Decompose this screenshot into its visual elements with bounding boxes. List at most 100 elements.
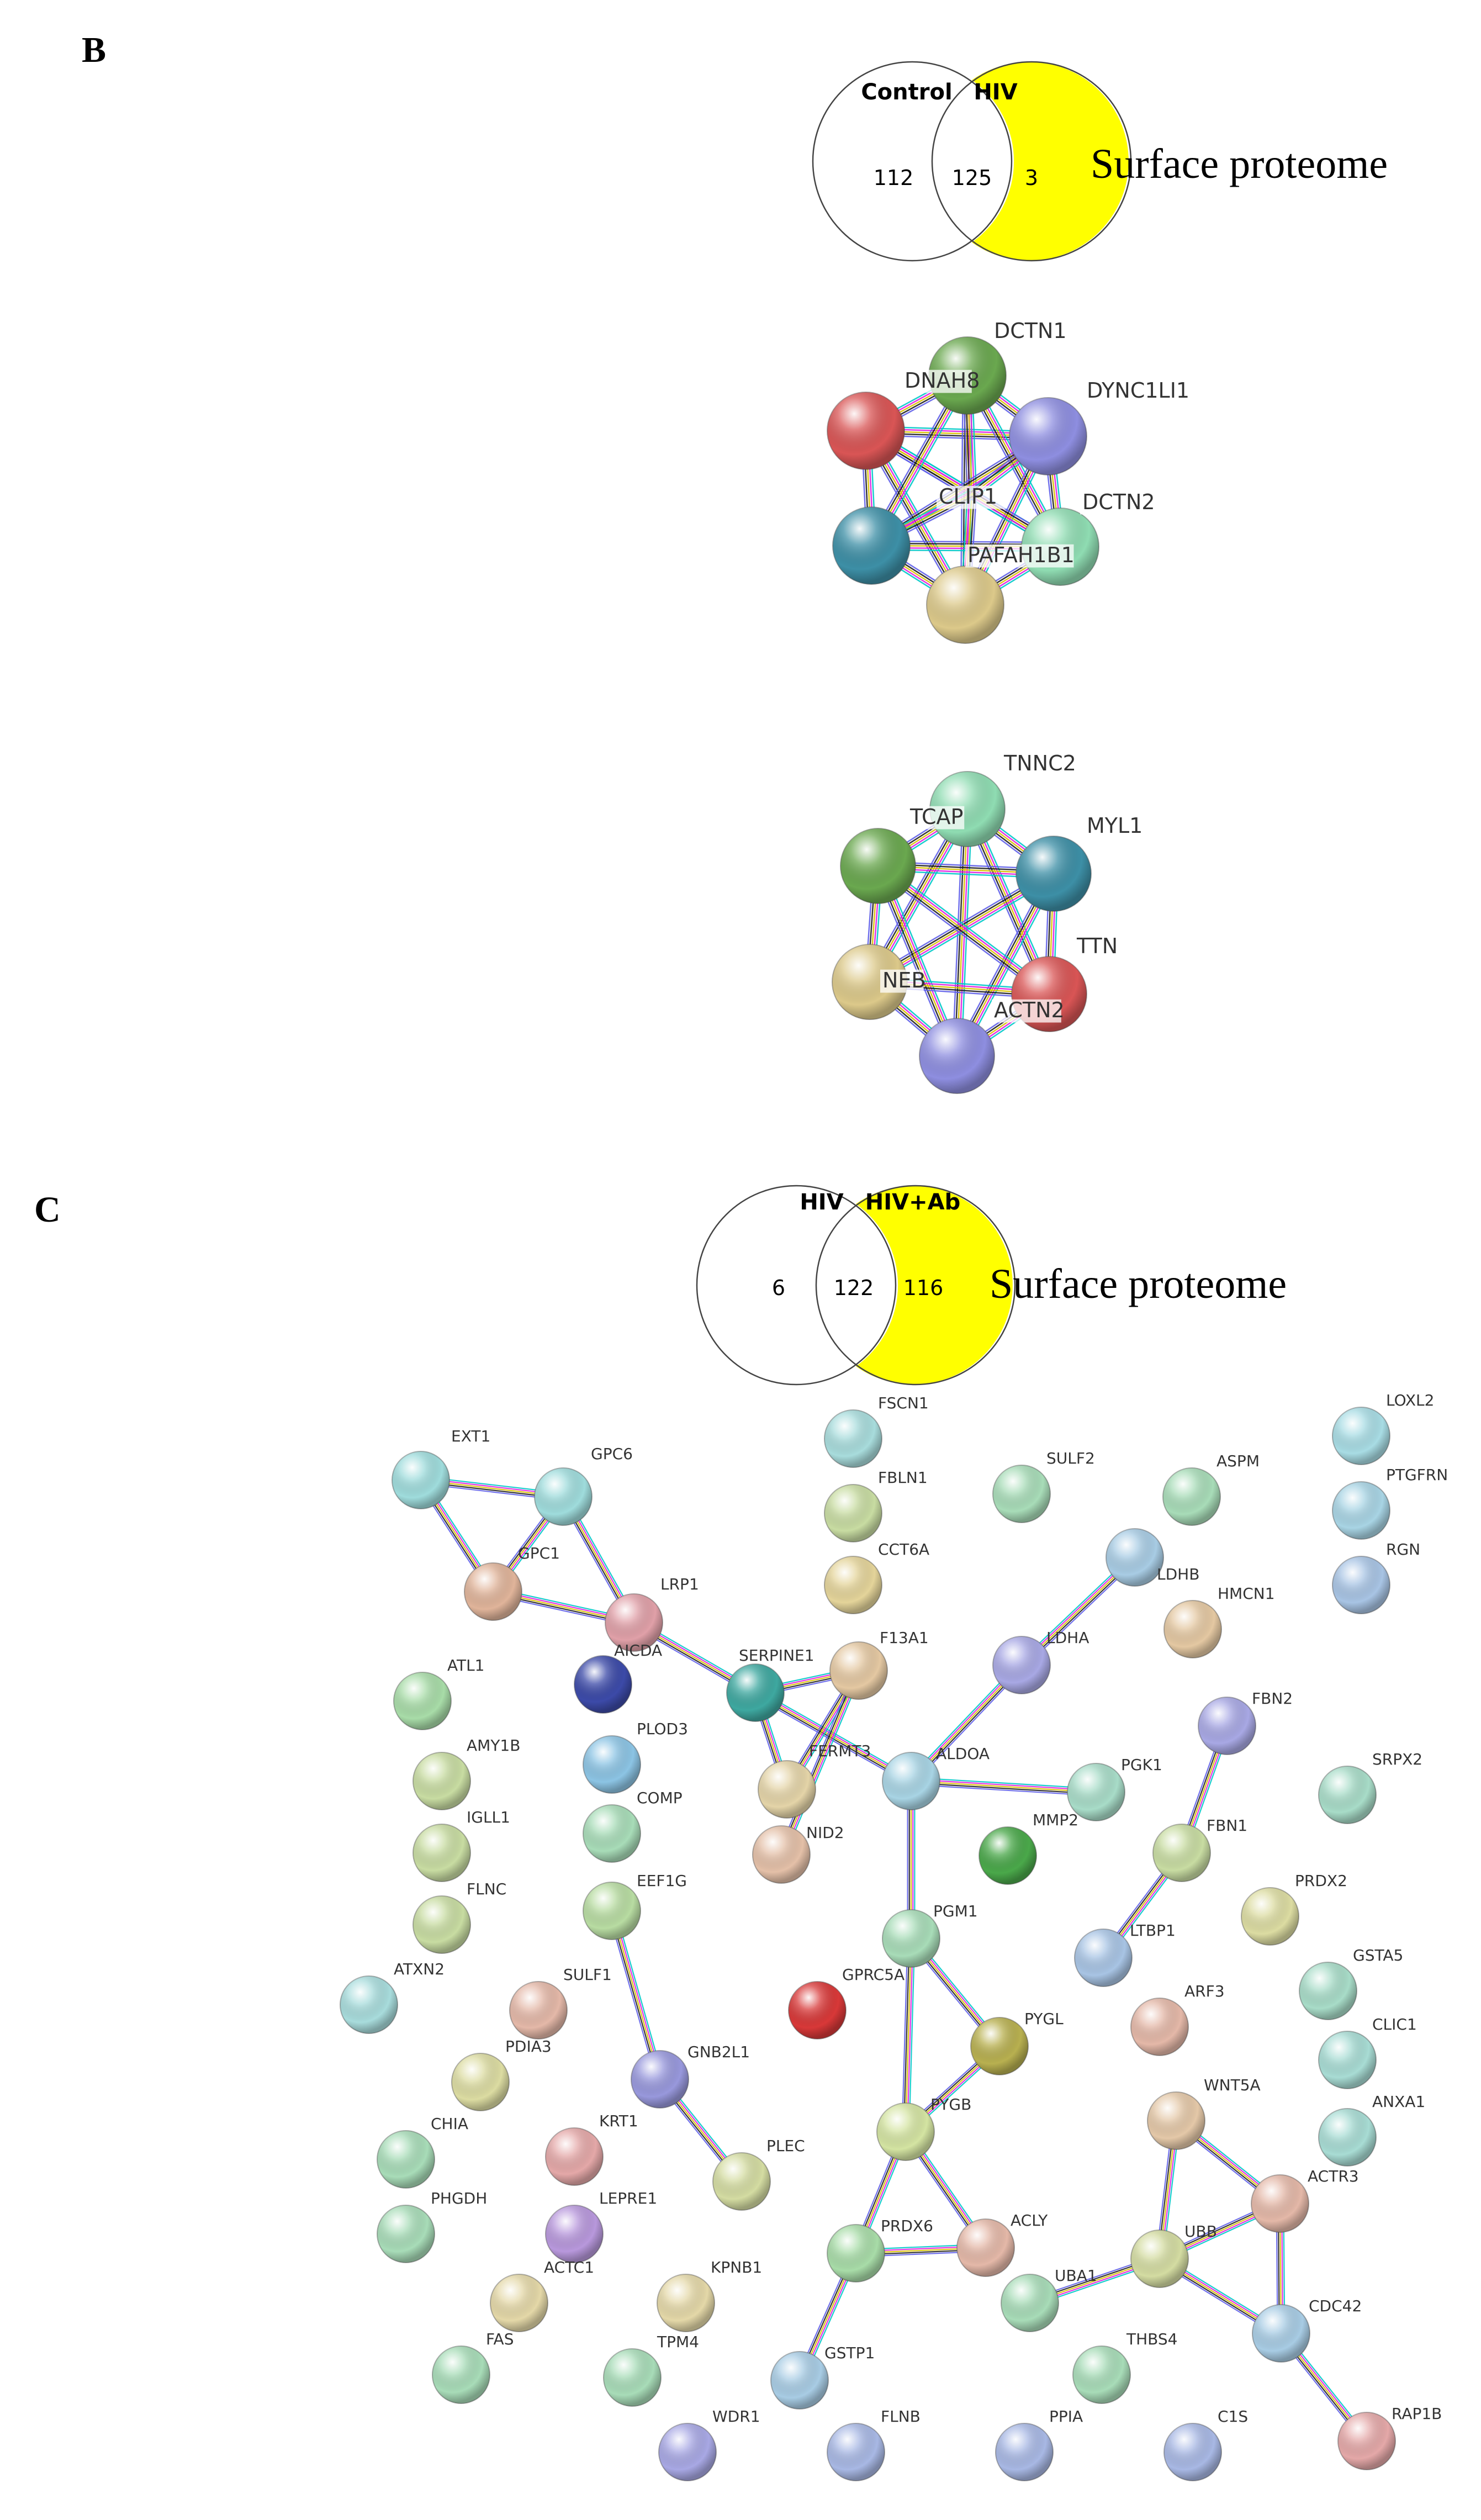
node-pafah1b1[interactable]: [926, 566, 1004, 644]
node-cct6a[interactable]: [824, 1556, 882, 1614]
node-label-dync1li1: DYNC1LI1: [1085, 378, 1193, 403]
node-actn2[interactable]: [919, 1018, 995, 1094]
node-tcap[interactable]: [840, 828, 916, 904]
label-text: CHIA: [431, 2115, 468, 2133]
node-krt1[interactable]: [545, 2127, 604, 2186]
node-gnb2l1[interactable]: [631, 2050, 689, 2109]
node-dync1li1[interactable]: [1009, 397, 1087, 476]
interaction-edge-serpine1-aldoa: [756, 1690, 913, 1781]
node-pgm1[interactable]: [882, 1909, 940, 1968]
node-highlight: [1338, 2412, 1395, 2470]
label-background: [1085, 815, 1141, 838]
node-ldhb[interactable]: [1106, 1528, 1164, 1587]
node-tpm4[interactable]: [603, 2348, 662, 2407]
node-thbs4[interactable]: [1072, 2345, 1131, 2404]
node-pygb[interactable]: [876, 2102, 935, 2161]
node-loxl2[interactable]: [1332, 1407, 1390, 1465]
node-myl1[interactable]: [1015, 836, 1092, 912]
node-chia[interactable]: [377, 2130, 435, 2189]
node-ptgfrn[interactable]: [1332, 1481, 1390, 1540]
node-flnc[interactable]: [412, 1895, 471, 1954]
node-prdx2[interactable]: [1241, 1887, 1299, 1946]
node-rgn[interactable]: [1332, 1556, 1390, 1614]
node-wnt5a[interactable]: [1147, 2091, 1205, 2150]
node-fbn2[interactable]: [1198, 1697, 1256, 1755]
node-pgk1[interactable]: [1067, 1763, 1125, 1821]
node-uba1[interactable]: [1001, 2274, 1059, 2332]
node-fas[interactable]: [432, 2345, 490, 2404]
node-pdia3[interactable]: [451, 2053, 510, 2111]
node-aldoa[interactable]: [882, 1752, 940, 1810]
node-label-actr3: ACTR3: [1308, 2167, 1359, 2185]
node-plod3[interactable]: [583, 1735, 641, 1794]
node-atxn2[interactable]: [340, 1975, 398, 2034]
node-amy1b[interactable]: [412, 1752, 471, 1810]
node-fermt3[interactable]: [758, 1760, 816, 1819]
node-kpnb1[interactable]: [657, 2274, 715, 2332]
node-serpine1[interactable]: [726, 1663, 785, 1722]
node-rap1b[interactable]: [1337, 2412, 1396, 2470]
label-text: CLIC1: [1372, 2015, 1417, 2033]
label-background: [992, 999, 1061, 1023]
node-wdr1[interactable]: [658, 2423, 717, 2481]
node-hmcn1[interactable]: [1163, 1600, 1222, 1658]
node-comp[interactable]: [583, 1804, 641, 1863]
node-sulf1[interactable]: [509, 1981, 568, 2040]
node-gpc6[interactable]: [534, 1467, 593, 1526]
node-fscn1[interactable]: [824, 1409, 882, 1468]
node-label-serpine1: SERPINE1: [739, 1646, 814, 1665]
node-unlabeled-teal[interactable]: [832, 506, 911, 585]
node-acly[interactable]: [956, 2218, 1015, 2277]
node-highlight: [758, 1761, 816, 1818]
node-lepre1[interactable]: [545, 2205, 604, 2263]
node-mmp2[interactable]: [978, 1826, 1037, 1885]
label-text: UBB: [1184, 2222, 1217, 2241]
node-igll1[interactable]: [412, 1824, 471, 1882]
node-fbln1[interactable]: [824, 1484, 882, 1542]
node-plec[interactable]: [712, 2152, 771, 2211]
node-eef1g[interactable]: [583, 1882, 641, 1940]
node-gprc5a[interactable]: [788, 1981, 847, 2040]
node-f13a1[interactable]: [829, 1641, 888, 1700]
node-gpc1[interactable]: [464, 1562, 522, 1621]
node-highlight: [1067, 1763, 1125, 1821]
node-pygl[interactable]: [970, 2017, 1029, 2075]
node-lrp1[interactable]: [605, 1593, 663, 1652]
node-srpx2[interactable]: [1318, 1766, 1377, 1824]
node-ltbp1[interactable]: [1074, 1929, 1133, 1987]
node-anxa1[interactable]: [1318, 2108, 1377, 2167]
node-ubb[interactable]: [1130, 2230, 1189, 2288]
node-highlight: [1332, 1482, 1390, 1539]
node-label-flnb: FLNB: [881, 2407, 921, 2426]
node-label-fas: FAS: [486, 2330, 514, 2348]
node-label-prdx2: PRDX2: [1295, 1872, 1347, 1890]
node-gsta5[interactable]: [1299, 1962, 1357, 2020]
node-nid2[interactable]: [752, 1825, 811, 1884]
node-highlight: [713, 2153, 770, 2210]
node-phgdh[interactable]: [377, 2205, 435, 2263]
node-neb[interactable]: [832, 944, 908, 1020]
node-prdx6[interactable]: [827, 2224, 885, 2283]
node-aspm[interactable]: [1162, 1467, 1221, 1526]
node-atl1[interactable]: [393, 1672, 452, 1730]
node-actr3[interactable]: [1251, 2174, 1309, 2233]
node-dnah8[interactable]: [827, 392, 905, 470]
node-fbn1[interactable]: [1152, 1824, 1211, 1882]
network-hiv-ab-surface-proteome: EXT1GPC6GPC1LRP1AICDAATL1SERPINE1F13A1FS…: [340, 1391, 1448, 2481]
node-c1s[interactable]: [1163, 2423, 1222, 2481]
node-gstp1[interactable]: [770, 2351, 829, 2410]
node-cdc42[interactable]: [1252, 2304, 1310, 2363]
node-arf3[interactable]: [1130, 1998, 1189, 2056]
node-clic1[interactable]: [1318, 2031, 1377, 2089]
node-actc1[interactable]: [490, 2274, 548, 2332]
node-aicda[interactable]: [574, 1655, 632, 1714]
node-flnb[interactable]: [827, 2423, 885, 2481]
node-ext1[interactable]: [392, 1451, 450, 1509]
node-ldha[interactable]: [992, 1636, 1051, 1694]
node-sulf2[interactable]: [992, 1465, 1051, 1523]
node-highlight: [882, 1910, 940, 1967]
node-ppia[interactable]: [995, 2423, 1054, 2481]
node-highlight: [833, 507, 910, 584]
node-highlight: [1332, 1407, 1390, 1465]
label-text: NID2: [806, 1824, 844, 1842]
